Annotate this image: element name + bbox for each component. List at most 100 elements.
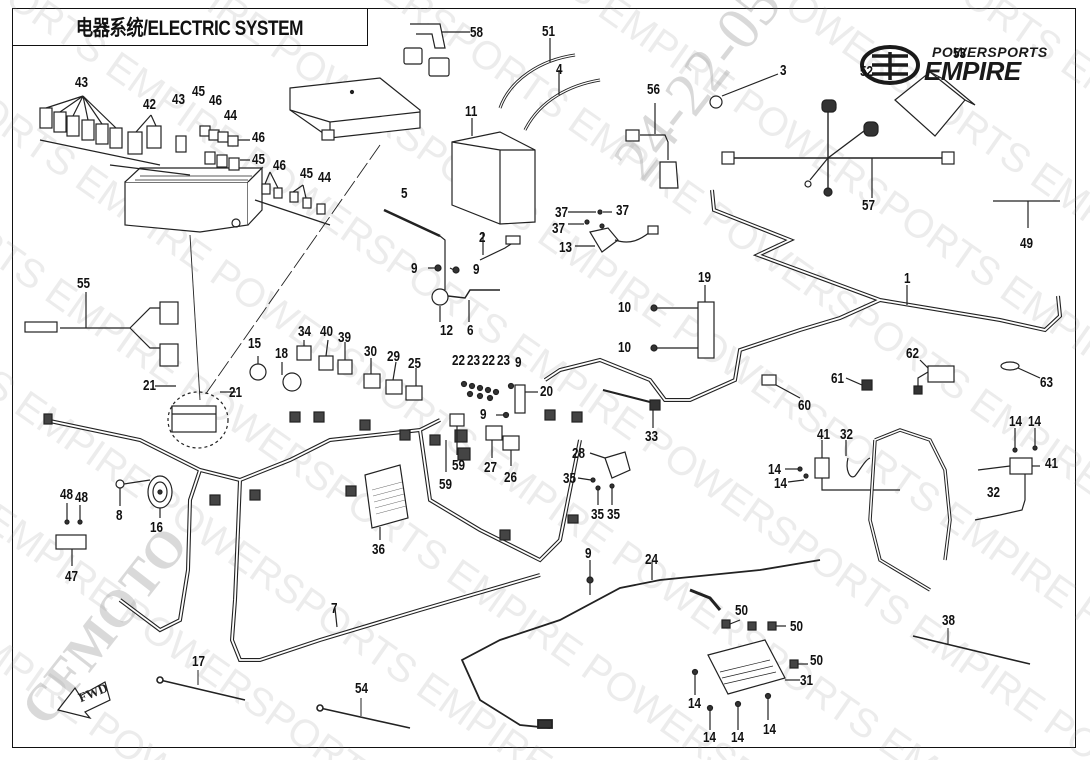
callout-26: 26 xyxy=(504,469,518,486)
callout-10: 10 xyxy=(618,299,632,316)
leader-49 xyxy=(993,200,1060,228)
battery-cables xyxy=(498,38,601,131)
battery xyxy=(451,118,536,225)
callout-63: 63 xyxy=(1040,374,1054,391)
main-harness-1-inner xyxy=(544,189,1061,401)
callout-39: 39 xyxy=(338,329,352,346)
callout-54: 54 xyxy=(355,680,369,697)
callout-24: 24 xyxy=(645,551,659,568)
callout-31: 31 xyxy=(800,672,814,689)
callout-51: 51 xyxy=(542,23,556,40)
callout-21: 21 xyxy=(143,377,157,394)
callout-58: 58 xyxy=(470,24,484,41)
ignition-coil-left xyxy=(785,440,900,491)
callout-46: 46 xyxy=(273,157,287,174)
callout-6: 6 xyxy=(467,322,474,339)
connector-55 xyxy=(24,292,179,367)
callout-3: 3 xyxy=(780,62,787,79)
fuse-box-detail xyxy=(155,385,236,449)
callout-17: 17 xyxy=(192,653,206,670)
callout-59: 59 xyxy=(439,476,453,493)
callout-2: 2 xyxy=(479,229,486,246)
callout-56: 56 xyxy=(647,81,661,98)
callout-14: 14 xyxy=(768,461,782,478)
callout-49: 49 xyxy=(1020,235,1034,252)
page-title: 电器系统/ELECTRIC SYSTEM xyxy=(75,16,304,40)
module-53 xyxy=(894,71,976,137)
connector-56 xyxy=(625,103,679,189)
callout-14: 14 xyxy=(1009,413,1023,430)
callout-22: 22 xyxy=(452,352,466,369)
callout-61: 61 xyxy=(831,370,845,387)
callout-9: 9 xyxy=(585,545,592,562)
fuse-relay-box xyxy=(124,166,264,233)
callout-8: 8 xyxy=(116,507,123,524)
brand-logo: POWERSPORTS EMPIRE xyxy=(862,40,1062,90)
callout-32: 32 xyxy=(987,484,1001,501)
callout-48: 48 xyxy=(60,486,74,503)
callout-45: 45 xyxy=(252,151,266,168)
callout-36: 36 xyxy=(372,541,386,558)
callout-53: 53 xyxy=(953,45,967,62)
callout-43: 43 xyxy=(75,74,89,91)
ecu-31 xyxy=(689,588,808,730)
callout-57: 57 xyxy=(862,197,876,214)
bolt-9-lower xyxy=(586,560,594,595)
callout-21: 21 xyxy=(229,384,243,401)
leader-7 xyxy=(334,607,338,628)
callout-9: 9 xyxy=(480,406,487,423)
callout-34: 34 xyxy=(298,323,312,340)
callout-55: 55 xyxy=(77,275,91,292)
callout-14: 14 xyxy=(1028,413,1042,430)
callout-44: 44 xyxy=(224,107,238,124)
sensors-33-28 xyxy=(577,389,661,505)
cdi-unit-19 xyxy=(650,285,715,359)
callout-14: 14 xyxy=(688,695,702,712)
starter-relay-assembly xyxy=(383,208,521,322)
sub-harness-57 xyxy=(721,99,955,198)
callout-30: 30 xyxy=(364,343,378,360)
title-box: 电器系统/ELECTRIC SYSTEM xyxy=(12,8,368,46)
callout-1: 1 xyxy=(904,270,911,287)
callout-47: 47 xyxy=(65,568,79,585)
callout-22: 22 xyxy=(482,352,496,369)
terminal-block-20 xyxy=(460,380,538,419)
callout-16: 16 xyxy=(150,519,164,536)
sensor-47 xyxy=(55,503,87,566)
callout-15: 15 xyxy=(248,335,262,352)
callout-20: 20 xyxy=(540,383,554,400)
relay-group-43 xyxy=(39,95,191,176)
detail-leader-lines xyxy=(189,144,381,401)
clamp-3 xyxy=(709,73,779,109)
callout-11: 11 xyxy=(465,103,478,120)
callout-9: 9 xyxy=(473,261,480,278)
callout-27: 27 xyxy=(484,459,498,476)
callout-23: 23 xyxy=(497,352,511,369)
harness-connectors xyxy=(43,409,583,541)
callout-4: 4 xyxy=(556,61,563,78)
callout-18: 18 xyxy=(275,345,289,362)
callout-46: 46 xyxy=(252,129,266,146)
callout-48: 48 xyxy=(75,489,89,506)
callout-50: 50 xyxy=(735,602,749,619)
switch-cluster xyxy=(249,339,423,401)
callout-37: 37 xyxy=(616,202,630,219)
callout-5: 5 xyxy=(401,185,408,202)
callout-41: 41 xyxy=(1045,455,1059,472)
forward-arrow-icon xyxy=(56,681,111,720)
callout-37: 37 xyxy=(555,204,569,221)
callout-42: 42 xyxy=(143,96,157,113)
callout-14: 14 xyxy=(703,729,717,746)
callout-35: 35 xyxy=(563,470,577,487)
misc-parts-right xyxy=(761,359,1041,399)
callout-32: 32 xyxy=(840,426,854,443)
relay-58 xyxy=(403,23,470,77)
callout-14: 14 xyxy=(774,475,788,492)
callout-45: 45 xyxy=(192,83,206,100)
callout-37: 37 xyxy=(552,220,566,237)
callout-35: 35 xyxy=(607,506,621,523)
callout-19: 19 xyxy=(698,269,712,286)
voltage-regulator-36 xyxy=(364,464,409,540)
callout-43: 43 xyxy=(172,91,186,108)
